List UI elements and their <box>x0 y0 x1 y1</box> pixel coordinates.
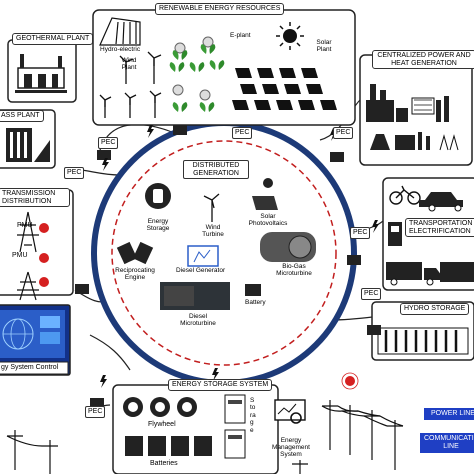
transmission-title: TRANSMISSION DISTRIBUTION <box>0 188 70 208</box>
pec-device-3 <box>330 152 344 162</box>
pec-label-5: PEC <box>350 227 371 239</box>
solar-plant-label: Solar Plant <box>316 39 332 53</box>
batteries-icon <box>125 436 212 456</box>
pmu-indicator-3 <box>39 277 49 287</box>
pec-label-7: PEC <box>85 406 106 418</box>
pec-device-1 <box>97 150 111 160</box>
e-plant-icon <box>169 36 225 112</box>
geothermal-icon <box>15 54 67 93</box>
sun-icon <box>276 22 304 50</box>
wind-turbine-label: Wind Turbine <box>202 224 224 238</box>
flywheel-icon <box>123 397 197 417</box>
control-screen-icon <box>0 310 65 358</box>
biomass-icon <box>6 128 50 162</box>
geothermal-title: GEOTHERMAL PLANT <box>12 33 94 45</box>
power-poles-icon <box>292 400 404 474</box>
pmu-indicator-1 <box>39 223 49 233</box>
diesel-microturbine-label: Diesel Microturbine <box>180 313 216 327</box>
center-title: DISTRIBUTED GENERATION <box>183 160 249 180</box>
battery-label: Battery <box>245 299 266 306</box>
solar-panels-icon <box>232 68 337 110</box>
centralized-title: CENTRALIZED POWER AND HEAT GENERATION <box>372 50 474 70</box>
eplant-label: E-plant <box>230 32 251 39</box>
energy-storage-icon <box>145 183 171 209</box>
transport-title: TRANSPORTATION ELECTRIFICATION <box>405 218 474 238</box>
hydro-icon <box>99 17 141 46</box>
inner-dashed-ring <box>111 140 337 366</box>
diesel-microturbine-icon <box>160 282 230 310</box>
solar-pv-icon <box>252 178 278 210</box>
pec-label-2: PEC <box>64 167 85 179</box>
wind-turbine-icon <box>203 193 220 222</box>
legend-communication-line: COMMUNICATION LINE <box>420 433 474 454</box>
pmu-label-2: PMU <box>12 252 28 259</box>
wind-plant-icon <box>99 51 162 118</box>
storage-racks-icon <box>224 394 246 459</box>
biomass-title: ASS PLANT <box>0 110 44 122</box>
pmu-indicator-2 <box>39 253 49 263</box>
reciprocating-engine-label: Reciprocating Engine <box>115 267 155 281</box>
pmu-ring-4 <box>341 372 359 390</box>
bicycle-icon <box>389 185 421 205</box>
hydro-storage-icon <box>377 327 469 355</box>
ems-label: Energy Management System <box>272 437 310 458</box>
renewable-title: RENEWABLE ENERGY RESOURCES <box>155 3 285 15</box>
car-icon <box>419 192 463 212</box>
tower-icon-1 <box>17 211 39 301</box>
pec-device-7 <box>75 284 89 294</box>
pec-device-4 <box>347 255 361 265</box>
pec-label-3: PEC <box>232 127 253 139</box>
truck-trailer-icon <box>440 262 474 282</box>
diesel-generator-label: Diesel Generator <box>176 267 226 274</box>
biogas-label: Bio-Gas Microturbine <box>276 263 312 277</box>
hydro-label: Hydro-electric <box>100 46 141 53</box>
biogas-microturbine-icon <box>260 232 316 262</box>
solar-pv-label: Solar Photovoltaics <box>248 213 288 227</box>
left-bottom-poles-icon <box>6 430 58 474</box>
pec-device-2 <box>173 125 187 135</box>
storage-label: Storage <box>250 397 256 434</box>
control-label: gy System Control <box>1 364 59 371</box>
legend-power-line: POWER LINE <box>424 408 474 421</box>
pmu-indicator-4 <box>345 376 355 386</box>
battery-icon <box>245 284 261 296</box>
reciprocating-engine-icon <box>116 241 154 265</box>
truck-icon <box>386 262 442 286</box>
ems-monitor-icon <box>274 399 306 424</box>
pmu-label-1: PMU <box>17 222 33 229</box>
factory-icon <box>366 84 459 151</box>
pec-label-1: PEC <box>98 137 119 149</box>
wind-plant-label: Wind Plant <box>121 57 137 71</box>
diesel-generator-icon <box>187 245 219 267</box>
energy-storage-label: Energy Storage <box>146 218 170 232</box>
charger-icon <box>388 222 402 246</box>
pec-device-6 <box>90 398 104 408</box>
flywheel-label: Flywheel <box>148 421 176 428</box>
storage-system-title: ENERGY STORAGE SYSTEM <box>168 379 273 391</box>
batteries-label: Batteries <box>150 460 178 467</box>
pec-device-5 <box>367 325 381 335</box>
pec-label-4: PEC <box>333 127 354 139</box>
hydro-storage-title: HYDRO STORAGE <box>400 303 470 315</box>
pec-label-6: PEC <box>361 288 382 300</box>
